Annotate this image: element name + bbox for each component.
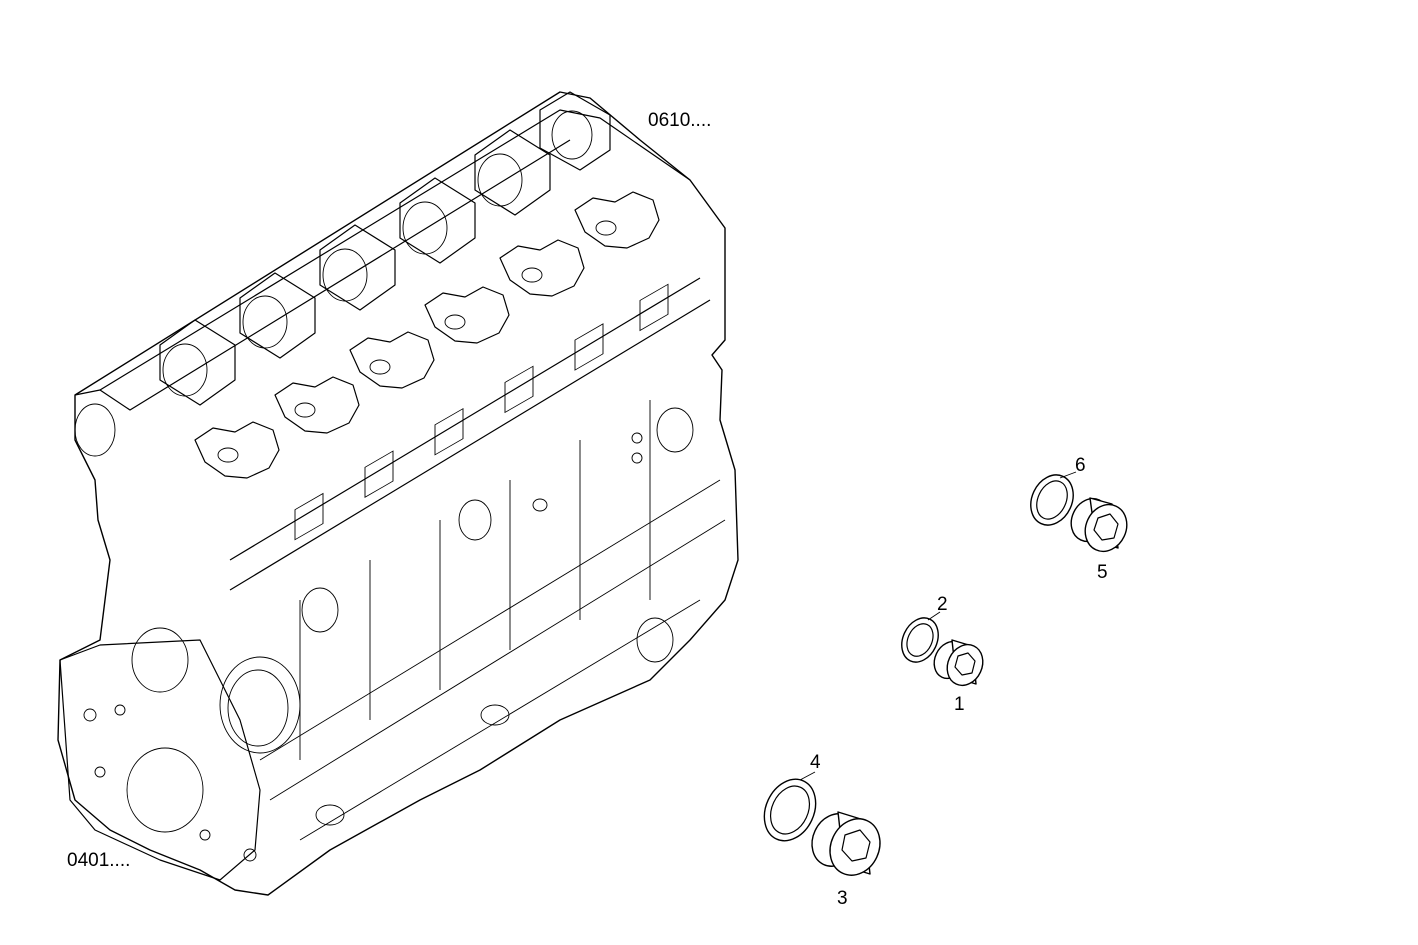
leader-2 [927,611,941,621]
leader-4 [799,771,816,781]
callout-5: 5 [1097,562,1108,583]
reference-label-cylinder-head: 0610.... [648,110,712,131]
leader-6 [1059,471,1077,479]
callout-1: 1 [954,694,965,715]
callout-2: 2 [937,594,948,615]
callout-3: 3 [837,888,848,909]
screw-plug-5 [1070,497,1128,553]
callout-6: 6 [1075,455,1086,476]
sealing-ring-4 [763,778,817,842]
callout-4: 4 [810,752,821,773]
screw-plug-1 [933,639,984,687]
engine-block-drawing [57,91,739,896]
screw-plug-3 [811,811,881,876]
reference-label-engine-block: 0401.... [67,850,131,871]
